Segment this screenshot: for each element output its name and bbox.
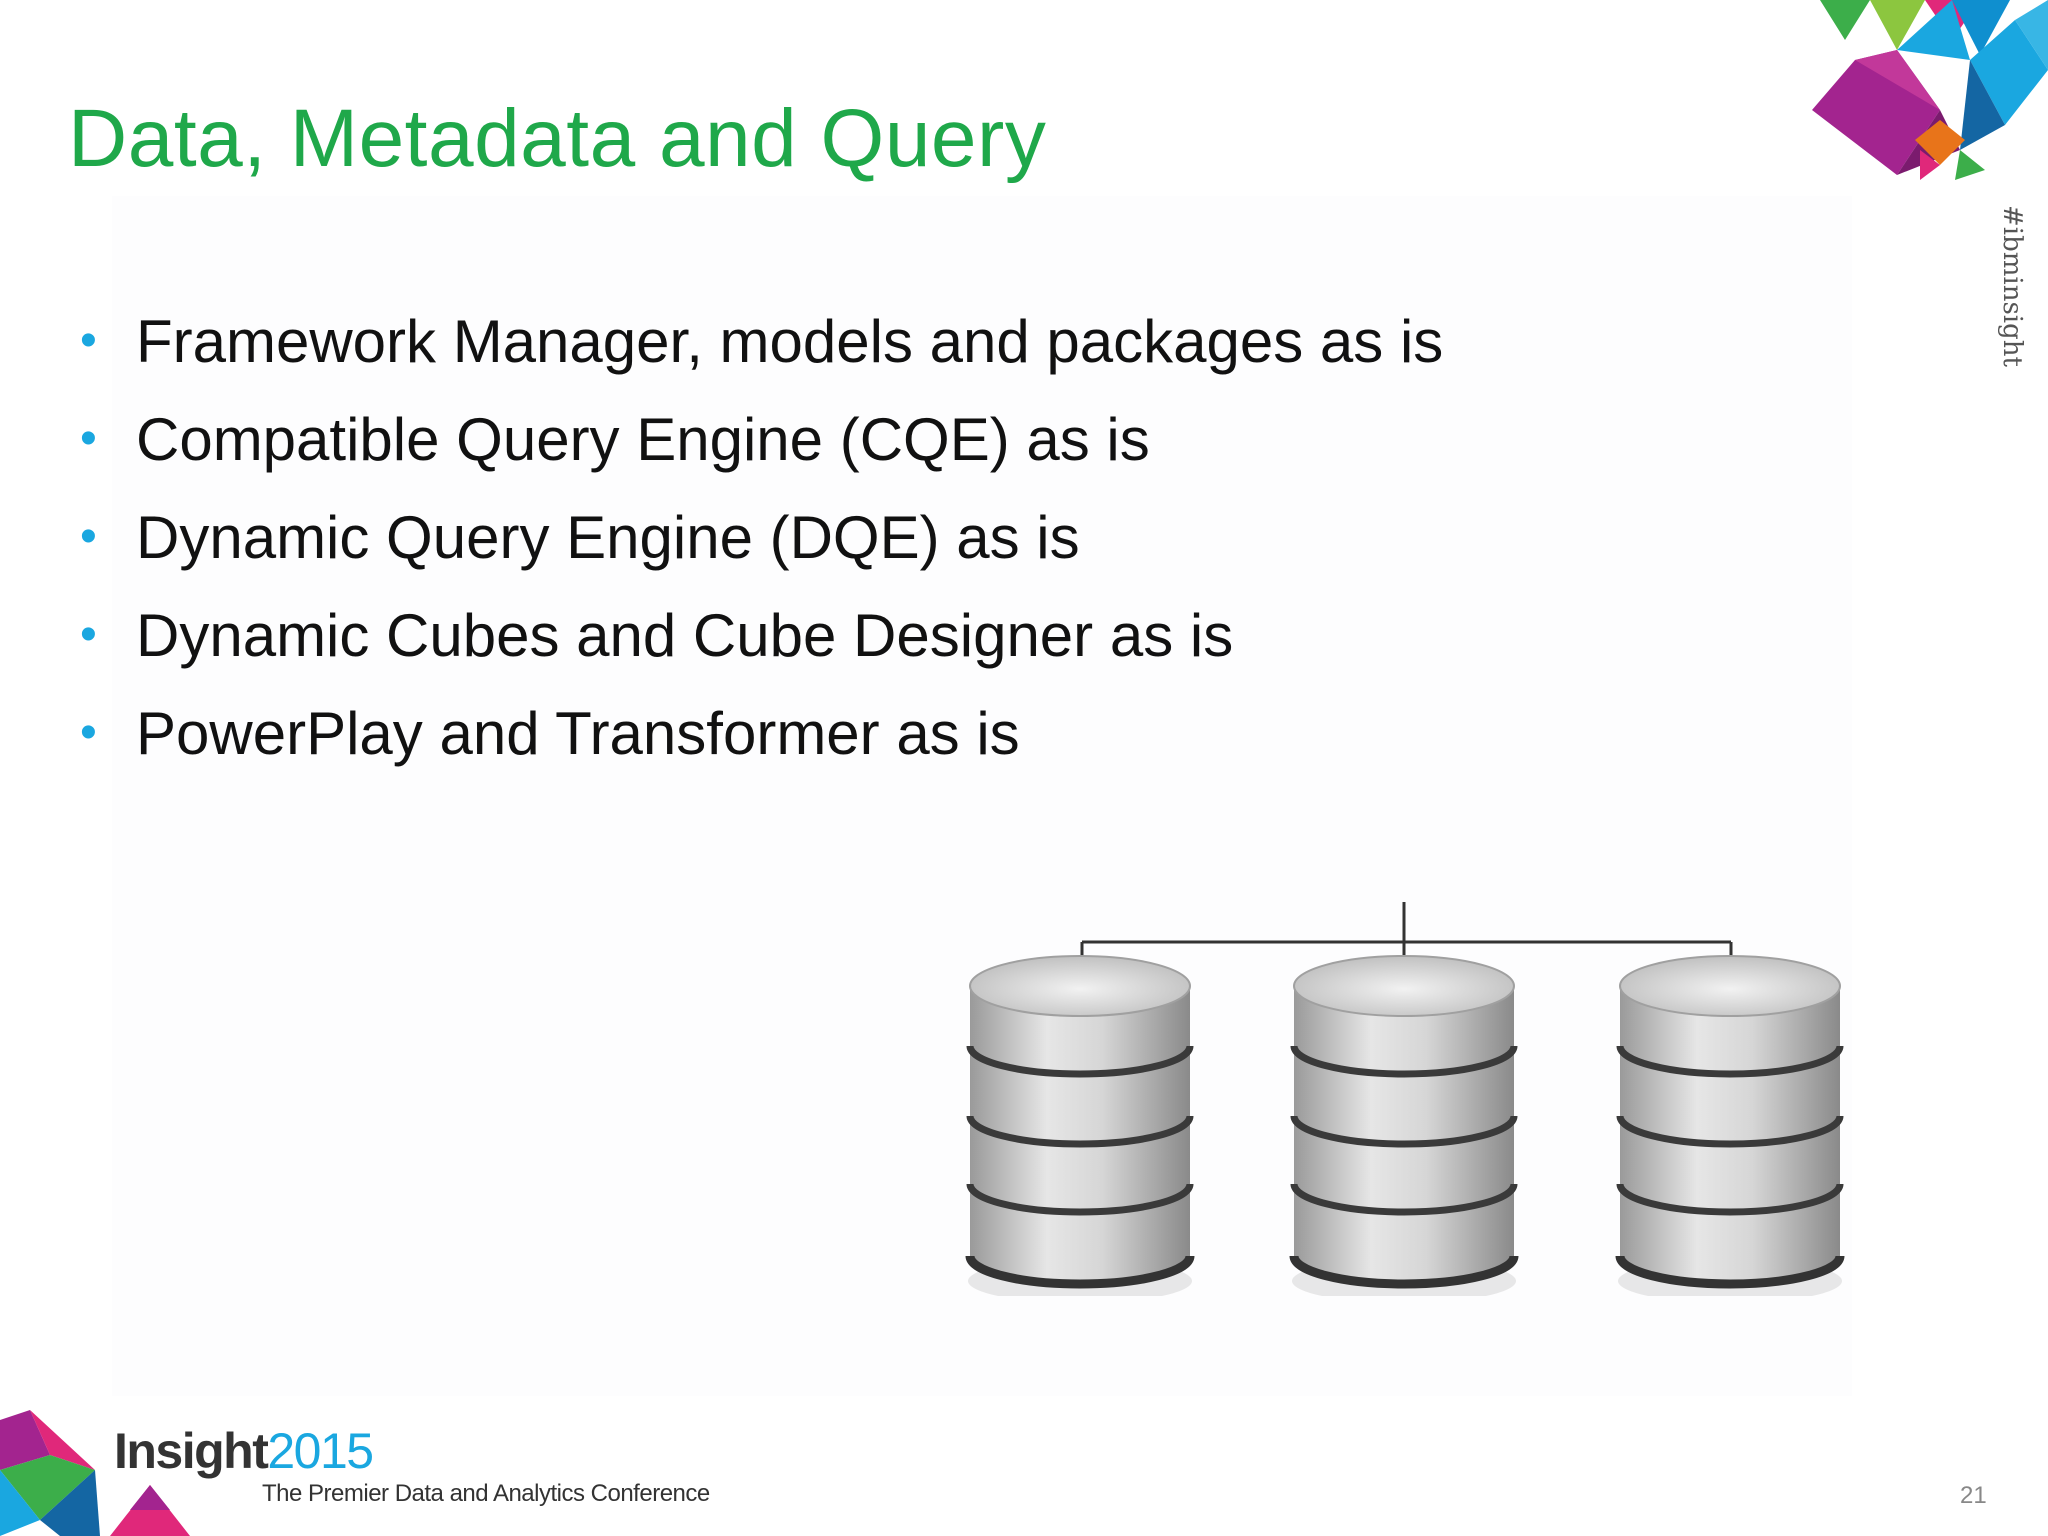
list-item: • Framework Manager, models and packages …: [80, 292, 1443, 390]
page-number: 21: [1960, 1482, 1987, 1509]
bullet-text: PowerPlay and Transformer as is: [136, 699, 1020, 767]
conference-tagline: The Premier Data and Analytics Conferenc…: [262, 1480, 710, 1507]
database-diagram: [956, 902, 1856, 1296]
bullet-list: • Framework Manager, models and packages …: [80, 292, 1443, 782]
bullet-text: Dynamic Cubes and Cube Designer as is: [136, 601, 1234, 669]
bullet-icon: •: [80, 706, 97, 759]
bullet-text: Compatible Query Engine (CQE) as is: [136, 405, 1150, 473]
database-icon: [1618, 956, 1842, 1296]
footer-decoration-icon: [0, 1410, 190, 1536]
corner-decoration-icon: [1812, 0, 2048, 180]
bullet-icon: •: [80, 412, 97, 465]
database-icon: [968, 956, 1192, 1296]
list-item: • Dynamic Cubes and Cube Designer as is: [80, 586, 1443, 684]
slide-title: Data, Metadata and Query: [68, 93, 1047, 184]
bullet-icon: •: [80, 510, 97, 563]
bullet-icon: •: [80, 608, 97, 661]
hashtag-label: #ibminsight: [1997, 205, 2027, 367]
list-item: • Compatible Query Engine (CQE) as is: [80, 390, 1443, 488]
bullet-icon: •: [80, 314, 97, 367]
list-item: • Dynamic Query Engine (DQE) as is: [80, 488, 1443, 586]
bullet-text: Dynamic Query Engine (DQE) as is: [136, 503, 1080, 571]
bullet-text: Framework Manager, models and packages a…: [136, 307, 1444, 375]
database-icon: [1292, 956, 1516, 1296]
list-item: • PowerPlay and Transformer as is: [80, 684, 1443, 782]
insight-logo: Insight2015: [114, 1423, 374, 1479]
